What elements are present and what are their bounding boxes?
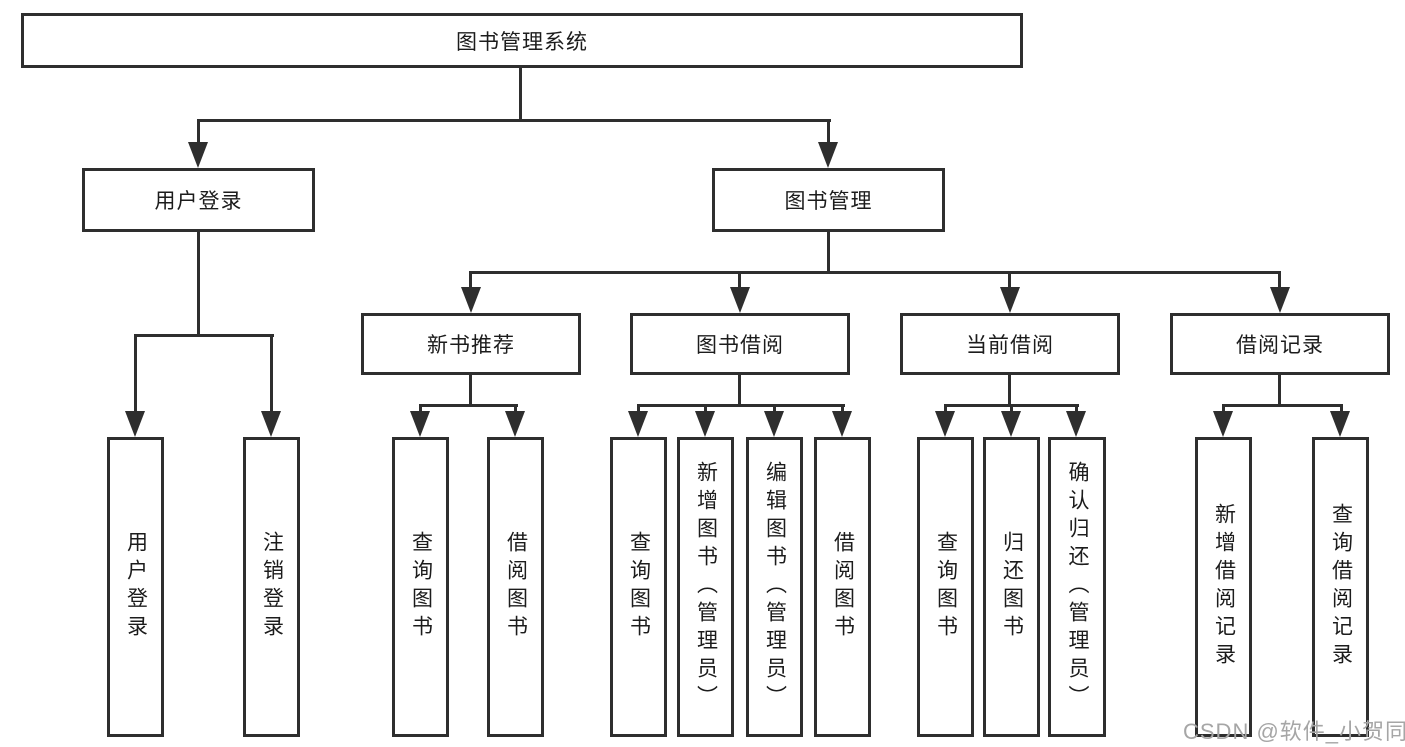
node-label: 图书管理 [784, 190, 873, 213]
node-query-books-recommend: 查询图书 [392, 437, 449, 737]
node-label: 借阅记录 [1236, 334, 1324, 357]
connector-line [419, 404, 518, 407]
arrow-down-icon [1213, 411, 1233, 437]
node-label: 用户登录 [124, 531, 148, 643]
connector-line [134, 334, 137, 413]
connector-line [1075, 404, 1078, 413]
arrow-down-icon [461, 287, 481, 313]
connector-line [134, 334, 274, 337]
connector-line [1278, 375, 1281, 407]
node-add-book-admin: 新增图书（管理员） [677, 437, 734, 737]
node-label: 新增图书（管理员） [694, 461, 718, 713]
arrow-down-icon [125, 411, 145, 437]
node-query-borrow-record: 查询借阅记录 [1312, 437, 1369, 737]
node-label: 查询图书 [409, 531, 433, 643]
connector-line [1340, 404, 1343, 413]
node-label: 注销登录 [260, 531, 284, 643]
connector-line [197, 232, 200, 337]
connector-line [637, 404, 845, 407]
connector-line [738, 375, 741, 407]
connector-line [944, 404, 947, 413]
connector-line [738, 271, 741, 289]
csdn-watermark: CSDN @软件_小贺同学 [1183, 719, 1405, 744]
arrow-down-icon [1330, 411, 1350, 437]
node-label: 查询图书 [934, 531, 958, 643]
node-label: 借阅图书 [831, 531, 855, 643]
connector-line [519, 68, 522, 120]
arrow-down-icon [188, 142, 208, 168]
connector-line [1222, 404, 1343, 407]
node-book-management: 图书管理 [712, 168, 945, 232]
connector-line [1278, 271, 1281, 289]
arrow-down-icon [261, 411, 281, 437]
connector-line [514, 404, 517, 413]
connector-line [773, 404, 776, 413]
arrow-down-icon [818, 142, 838, 168]
connector-line [270, 334, 273, 413]
node-current-borrow: 当前借阅 [900, 313, 1120, 375]
arrow-down-icon [1270, 287, 1290, 313]
node-label: 图书借阅 [696, 334, 784, 357]
node-new-book-recommend: 新书推荐 [361, 313, 581, 375]
node-confirm-return-admin: 确认归还（管理员） [1048, 437, 1106, 737]
arrow-down-icon [935, 411, 955, 437]
connector-line [1010, 404, 1013, 413]
connector-line [1008, 375, 1011, 407]
node-label: 借阅图书 [504, 531, 528, 643]
node-label: 新书推荐 [427, 334, 515, 357]
arrow-down-icon [832, 411, 852, 437]
connector-line [469, 271, 472, 289]
arrow-down-icon [1001, 411, 1021, 437]
node-borrow-books-leaf: 借阅图书 [814, 437, 871, 737]
arrow-down-icon [1000, 287, 1020, 313]
connector-line [827, 119, 830, 146]
node-return-book: 归还图书 [983, 437, 1040, 737]
arrow-down-icon [730, 287, 750, 313]
connector-line [197, 119, 831, 122]
connector-line [469, 271, 1281, 274]
connector-line [637, 404, 640, 413]
arrow-down-icon [695, 411, 715, 437]
node-borrow-records: 借阅记录 [1170, 313, 1390, 375]
node-label: 当前借阅 [966, 334, 1054, 357]
node-logout-leaf: 注销登录 [243, 437, 300, 737]
node-user-login: 用户登录 [82, 168, 315, 232]
node-borrow-books-recommend: 借阅图书 [487, 437, 544, 737]
node-label: 确认归还（管理员） [1066, 461, 1089, 713]
node-label: 新增借阅记录 [1212, 503, 1236, 671]
node-edit-book-admin: 编辑图书（管理员） [746, 437, 803, 737]
connector-line [841, 404, 844, 413]
arrow-down-icon [628, 411, 648, 437]
node-label: 图书管理系统 [456, 30, 588, 54]
connector-line [469, 375, 472, 407]
node-label: 查询图书 [627, 531, 651, 643]
node-label: 查询借阅记录 [1329, 503, 1353, 671]
connector-line [419, 404, 422, 413]
node-book-borrow: 图书借阅 [630, 313, 850, 375]
node-user-login-leaf: 用户登录 [107, 437, 164, 737]
node-query-books-current: 查询图书 [917, 437, 974, 737]
connector-line [1008, 271, 1011, 289]
node-add-borrow-record: 新增借阅记录 [1195, 437, 1252, 737]
node-label: 归还图书 [1000, 531, 1024, 643]
connector-line [704, 404, 707, 413]
arrow-down-icon [410, 411, 430, 437]
connector-line [197, 119, 200, 146]
arrow-down-icon [764, 411, 784, 437]
connector-line [827, 232, 830, 274]
node-label: 编辑图书（管理员） [763, 461, 787, 713]
connector-line [1222, 404, 1225, 413]
node-label: 用户登录 [154, 190, 243, 213]
node-query-books-borrow: 查询图书 [610, 437, 667, 737]
arrow-down-icon [505, 411, 525, 437]
node-library-system: 图书管理系统 [21, 13, 1023, 68]
arrow-down-icon [1066, 411, 1086, 437]
